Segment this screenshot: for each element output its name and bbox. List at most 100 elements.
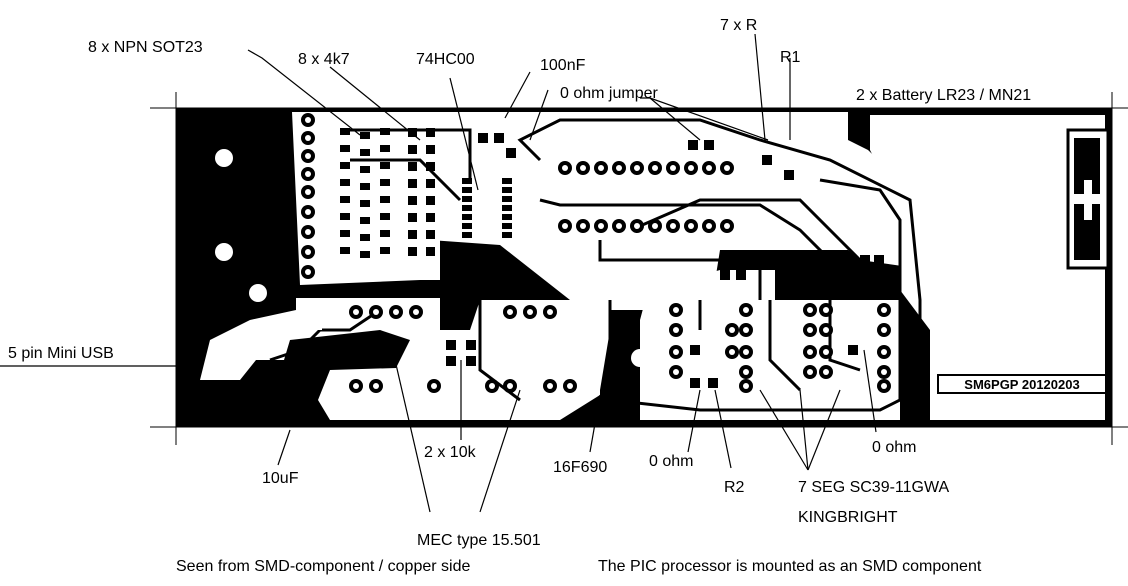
smd-pad (340, 247, 350, 254)
smd-pad (690, 345, 700, 355)
smd-pad (688, 140, 698, 150)
smd-pad (380, 196, 390, 203)
label-7seg-line1: 7 SEG SC39-11GWA (798, 479, 949, 496)
pad-hole (373, 309, 379, 315)
pad-hole (580, 223, 586, 229)
smd-pad (502, 187, 512, 193)
trace (639, 198, 862, 262)
smd-pad (846, 270, 856, 280)
pad-hole (807, 349, 813, 355)
smd-pad (790, 270, 800, 280)
pad-hole (489, 383, 495, 389)
pad-hole (881, 383, 887, 389)
smd-pad (408, 162, 417, 171)
smd-pad (784, 170, 794, 180)
smd-pad (720, 270, 730, 280)
pad-hole (823, 369, 829, 375)
smd-pad (360, 183, 370, 190)
smd-pad (360, 251, 370, 258)
pad-hole (616, 223, 622, 229)
smd-pad (340, 230, 350, 237)
trace (768, 300, 802, 392)
pad-hole (743, 369, 749, 375)
smd-pad (736, 255, 746, 265)
pad-hole (807, 307, 813, 313)
smd-pad (478, 133, 488, 143)
smd-pad (804, 270, 814, 280)
smd-pad (832, 270, 842, 280)
trace (320, 308, 381, 332)
smd-pad (340, 196, 350, 203)
smd-pad (380, 247, 390, 254)
pad-hole (743, 307, 749, 313)
pad-hole (353, 383, 359, 389)
label-74hc00: 74HC00 (416, 51, 475, 68)
label-jumper: 0 ohm jumper (560, 85, 658, 102)
pad-hole (807, 369, 813, 375)
smd-pad (360, 200, 370, 207)
through-hole-pads (301, 113, 891, 393)
smd-pad (720, 255, 730, 265)
usb-connector (230, 310, 322, 376)
label-7seg-line2: KINGBRIGHT (798, 509, 898, 526)
smd-pad (690, 378, 700, 388)
pad-hole (598, 165, 604, 171)
etched-areas (200, 112, 1105, 420)
smd-pad (462, 205, 472, 211)
smd-pad (426, 230, 435, 239)
label-npn: 8 x NPN SOT23 (88, 39, 203, 56)
pad-hole (729, 327, 735, 333)
pad-hole (567, 383, 573, 389)
pad-hole (580, 165, 586, 171)
smd-pad (340, 179, 350, 186)
pad-hole (305, 117, 311, 123)
pad-hole (823, 327, 829, 333)
smd-pad (446, 356, 456, 366)
smd-pad (426, 128, 435, 137)
pad-hole (823, 307, 829, 313)
smd-pad (762, 155, 772, 165)
trace (517, 118, 922, 420)
label-0ohm-a: 0 ohm (649, 453, 693, 470)
pad-hole (706, 165, 712, 171)
smd-pad (790, 255, 800, 265)
smd-pad (462, 214, 472, 220)
label-battery: 2 x Battery LR23 / MN21 (856, 87, 1031, 104)
pad-hole (673, 327, 679, 333)
smd-pad (408, 145, 417, 154)
smd-components (340, 128, 884, 388)
pad-hole (724, 223, 730, 229)
pad-hole (507, 309, 513, 315)
smd-pad (466, 340, 476, 350)
smd-pad (380, 179, 390, 186)
smd-pad (360, 166, 370, 173)
smd-pad (846, 255, 856, 265)
smd-pad (502, 214, 512, 220)
smd-pad (340, 162, 350, 169)
smd-pad (502, 232, 512, 238)
smd-pad (426, 179, 435, 188)
label-10uf: 10uF (262, 470, 299, 487)
pad-hole (413, 309, 419, 315)
pad-hole (881, 327, 887, 333)
pad-hole (706, 223, 712, 229)
smd-pad (340, 145, 350, 152)
smd-pad (380, 128, 390, 135)
smd-pad (340, 213, 350, 220)
pad-hole (743, 349, 749, 355)
pad-hole (305, 229, 311, 235)
pad-hole (670, 165, 676, 171)
pad-hole (527, 309, 533, 315)
smd-pad (860, 255, 870, 265)
smd-pad (360, 149, 370, 156)
pad-hole (431, 383, 437, 389)
smd-pad (426, 247, 435, 256)
pad-hole (305, 269, 311, 275)
smd-pad (736, 270, 746, 280)
pad-hole (305, 249, 311, 255)
pad-hole (652, 223, 658, 229)
smd-pad (380, 145, 390, 152)
pad-hole (393, 309, 399, 315)
smd-pad (832, 255, 842, 265)
